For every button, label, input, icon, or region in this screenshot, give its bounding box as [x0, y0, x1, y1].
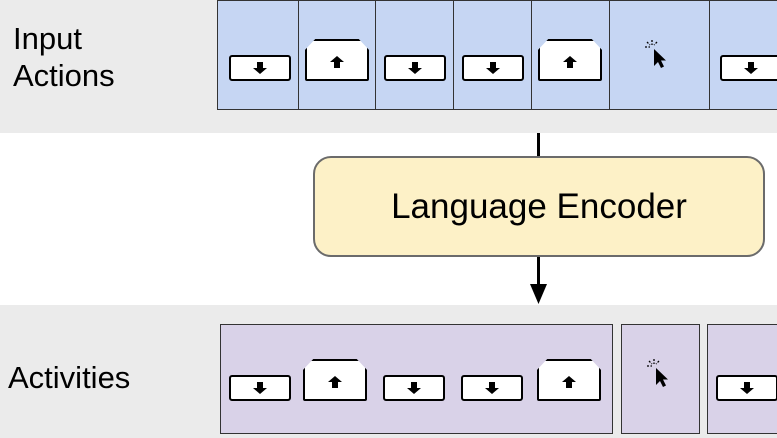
down-arrow-key-icon: [229, 55, 291, 81]
down-arrow-key-icon: [383, 375, 445, 401]
input-cell-4: [454, 1, 532, 109]
input-actions-label: Input Actions: [13, 20, 115, 94]
down-arrow-key-icon: [461, 375, 523, 401]
input-cell-5: [532, 1, 610, 109]
arrow-down-icon: [530, 284, 547, 304]
up-arrow-key-icon: [538, 39, 602, 81]
connector-line-top: [537, 133, 540, 157]
mouse-click-cursor-icon: [645, 40, 666, 68]
input-cell-2: [299, 1, 376, 109]
activities-band: Activities: [0, 305, 777, 438]
input-actions-strip: [217, 0, 777, 110]
down-arrow-key-icon: [716, 375, 777, 401]
input-cell-7: [710, 1, 777, 109]
input-label-line2: Actions: [13, 58, 115, 93]
activity-group-2: [621, 324, 700, 434]
connector-line-bottom: [537, 257, 540, 287]
language-encoder-box: Language Encoder: [313, 156, 765, 257]
input-cell-1: [218, 1, 299, 109]
input-cell-3: [376, 1, 454, 109]
down-arrow-key-icon: [720, 55, 777, 81]
activity-group-1: [220, 324, 613, 434]
down-arrow-key-icon: [462, 55, 524, 81]
up-arrow-key-icon: [303, 359, 367, 401]
down-arrow-key-icon: [384, 55, 446, 81]
activities-label: Activities: [8, 360, 131, 395]
activity-group-3: [707, 324, 777, 434]
input-cell-6: [610, 1, 710, 109]
mouse-click-cursor-icon: [647, 359, 668, 387]
input-actions-band: Input Actions: [0, 0, 777, 133]
up-arrow-key-icon: [537, 359, 601, 401]
down-arrow-key-icon: [229, 375, 291, 401]
language-encoder-label: Language Encoder: [391, 186, 687, 226]
up-arrow-key-icon: [305, 39, 369, 81]
input-label-line1: Input: [13, 21, 82, 56]
